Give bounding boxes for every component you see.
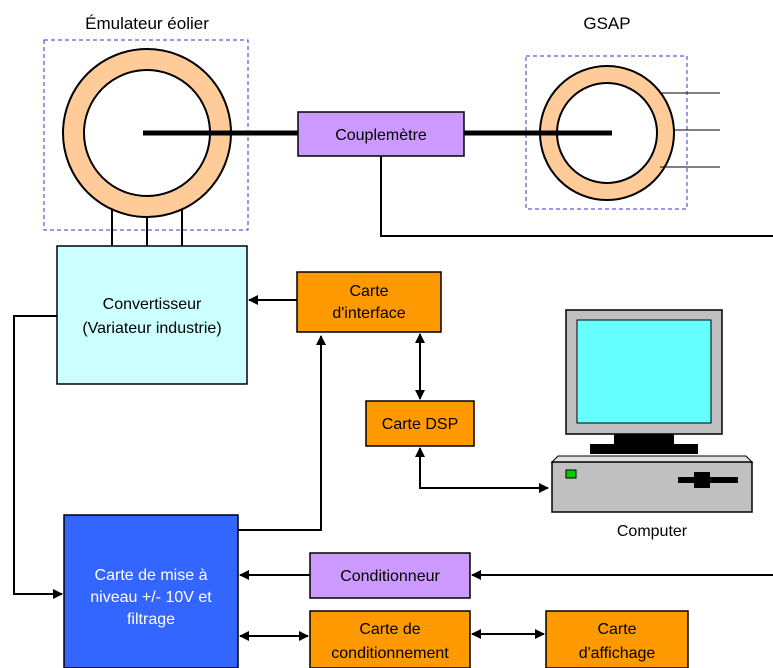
carte-interface-block: Carte d'interface [296,271,442,333]
mise-niveau-to-interface-arrow [238,335,326,531]
torque-signal-line [380,156,773,237]
carte-mise-niveau-block: Carte de mise à niveau +/- 10V et filtra… [63,514,239,668]
carte-dsp-label: Carte DSP [382,416,458,433]
carte-dsp-block: Carte DSP [365,400,475,447]
emulator-dashed-frame [43,39,249,231]
conditionnement-line-2: conditionnement [331,645,449,662]
converter-to-mise-niveau-arrow [13,315,63,599]
gsap-title: GSAP [583,14,630,33]
conditionneur-label: Conditionneur [340,568,440,585]
affichage-line-1: Carte [597,621,636,638]
monitor-screen [576,319,712,424]
carte-conditionnement-block: Carte de conditionnement [309,610,471,668]
computer-case [551,461,753,513]
convertisseur-block: Convertisseur (Variateur industrie) [56,245,248,385]
mise-niveau-line-3: filtrage [127,611,175,628]
couplemetre-label: Couplemètre [335,127,427,144]
disk-drive-button [694,472,710,488]
carte-interface-line-1: Carte [349,283,388,300]
mise-niveau-line-2: niveau +/- 10V et [90,589,212,606]
computer-icon [550,309,754,513]
computer-label: Computer [617,523,688,540]
monitor-base [590,444,698,454]
gsap-generator [525,55,720,210]
conditionneur-block: Conditionneur [309,552,471,599]
emulator-title: Émulateur éolier [85,14,209,33]
convertisseur-line-1: Convertisseur [103,296,202,313]
couplemetre-block: Couplemètre [297,111,465,157]
affichage-line-2: d'affichage [579,645,656,662]
power-led [565,469,577,479]
carte-affichage-block: Carte d'affichage [545,610,689,668]
carte-interface-line-2: d'interface [332,305,405,322]
dsp-computer-link [415,447,549,493]
conditionnement-line-1: Carte de [359,621,420,638]
convertisseur-line-2: (Variateur industrie) [82,320,221,337]
gsap-dashed-frame [525,55,688,210]
mise-niveau-line-1: Carte de mise à [95,567,208,584]
monitor-stand [614,434,674,444]
